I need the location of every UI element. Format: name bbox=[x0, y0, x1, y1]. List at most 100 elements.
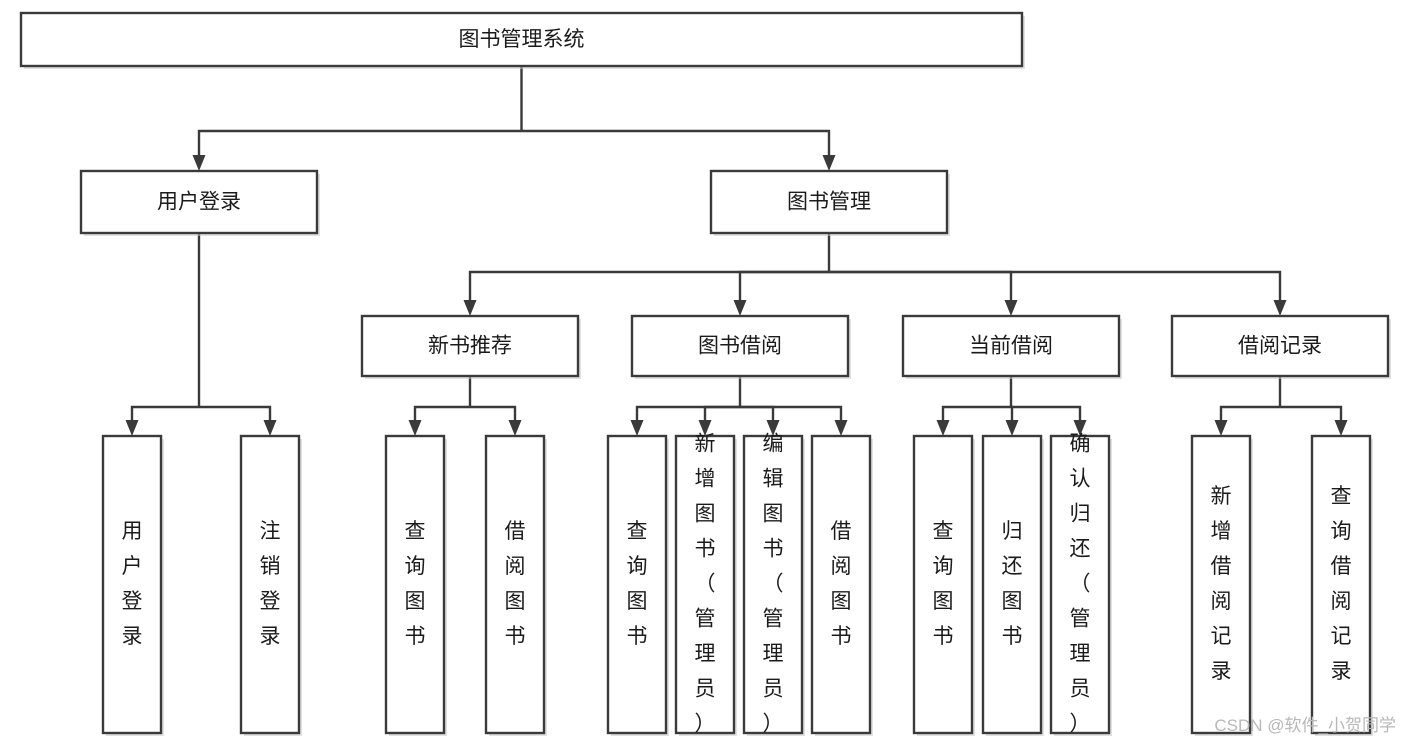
node-label: 查询图书 bbox=[627, 520, 648, 648]
arrow-head-icon bbox=[733, 300, 747, 316]
node-label: 确认归还（管理员） bbox=[1070, 433, 1091, 736]
node-box[interactable] bbox=[674, 434, 736, 735]
node-user-login[interactable]: 用户登录 bbox=[79, 169, 320, 236]
node-box[interactable] bbox=[810, 434, 872, 735]
node-layer: 图书管理系统用户登录图书管理新书推荐图书借阅当前借阅借阅记录用户登录注销登录查询… bbox=[19, 11, 1391, 737]
connector-path bbox=[468, 270, 829, 300]
connector-path bbox=[1011, 405, 1082, 420]
arrow-head-icon bbox=[263, 420, 277, 436]
node-box[interactable] bbox=[981, 434, 1043, 735]
connector-book-management-to-new-book-recommend bbox=[463, 270, 829, 316]
node-box[interactable] bbox=[101, 434, 163, 735]
node-new-book-recommend[interactable]: 新书推荐 bbox=[360, 314, 581, 379]
arrow-head-icon bbox=[192, 155, 206, 171]
node-box[interactable] bbox=[19, 11, 1024, 68]
connector-new-book-recommend-to-leaf-borrow-book-recommend bbox=[470, 405, 522, 436]
node-book-management[interactable]: 图书管理 bbox=[709, 169, 950, 236]
arrow-head-icon bbox=[1273, 300, 1287, 316]
node-box[interactable] bbox=[742, 434, 804, 735]
node-label: 归还图书 bbox=[1002, 520, 1023, 648]
connector-path bbox=[740, 405, 775, 420]
connector-path bbox=[635, 405, 740, 420]
node-borrow-record[interactable]: 借阅记录 bbox=[1170, 314, 1391, 379]
connector-book-management-to-book-borrow bbox=[733, 270, 829, 316]
arrow-head-icon bbox=[125, 420, 139, 436]
node-leaf-query-book-recommend[interactable]: 查询图书 bbox=[384, 434, 447, 736]
node-label: 注销登录 bbox=[260, 520, 281, 648]
node-leaf-return-book[interactable]: 归还图书 bbox=[981, 434, 1044, 736]
connector-book-management-to-current-borrow bbox=[829, 270, 1018, 316]
node-leaf-user-login[interactable]: 用户登录 bbox=[101, 434, 164, 736]
node-leaf-borrow-book-recommend[interactable]: 借阅图书 bbox=[484, 434, 547, 736]
node-box[interactable] bbox=[239, 434, 301, 735]
arrow-head-icon bbox=[508, 420, 522, 436]
connector-path bbox=[197, 129, 522, 155]
connector-current-borrow-to-leaf-return-book bbox=[1005, 405, 1019, 436]
connector-book-management-to-borrow-record bbox=[829, 270, 1287, 316]
node-leaf-add-book[interactable]: 新增图书（管理员） bbox=[674, 433, 737, 737]
connector-path bbox=[199, 405, 272, 420]
arrow-head-icon bbox=[834, 420, 848, 436]
node-current-borrow[interactable]: 当前借阅 bbox=[901, 314, 1122, 379]
connector-path bbox=[740, 405, 843, 420]
connector-user-login-to-leaf-logout bbox=[199, 405, 277, 436]
arrow-head-icon bbox=[936, 420, 950, 436]
node-box[interactable] bbox=[1190, 434, 1252, 735]
connector-root-to-user-login bbox=[192, 129, 522, 171]
connector-path bbox=[829, 270, 1282, 300]
node-label: 图书借阅 bbox=[698, 335, 782, 358]
arrow-head-icon bbox=[698, 420, 712, 436]
node-box[interactable] bbox=[606, 434, 668, 735]
node-root[interactable]: 图书管理系统 bbox=[19, 11, 1025, 69]
node-box[interactable] bbox=[79, 169, 319, 235]
node-leaf-query-book-borrow[interactable]: 查询图书 bbox=[606, 434, 669, 736]
node-label: 借阅图书 bbox=[505, 520, 526, 648]
node-label: 编辑图书（管理员） bbox=[763, 433, 784, 736]
connector-borrow-record-to-leaf-query-borrow-record bbox=[1280, 405, 1348, 436]
arrow-head-icon bbox=[1214, 420, 1228, 436]
node-label: 借阅图书 bbox=[831, 520, 852, 648]
connector-layer bbox=[125, 66, 1348, 436]
arrow-head-icon bbox=[1334, 420, 1348, 436]
node-leaf-add-borrow-record[interactable]: 新增借阅记录 bbox=[1190, 434, 1253, 736]
connector-path bbox=[470, 405, 517, 420]
connector-path bbox=[941, 405, 1011, 420]
node-box[interactable] bbox=[384, 434, 446, 735]
node-leaf-logout[interactable]: 注销登录 bbox=[239, 434, 302, 736]
node-leaf-query-borrow-record[interactable]: 查询借阅记录 bbox=[1310, 434, 1373, 736]
node-box[interactable] bbox=[901, 314, 1121, 378]
arrow-head-icon bbox=[630, 420, 644, 436]
connector-path bbox=[1280, 405, 1343, 420]
arrow-head-icon bbox=[822, 155, 836, 171]
connector-path bbox=[703, 405, 740, 420]
node-leaf-query-book-current[interactable]: 查询图书 bbox=[912, 434, 975, 736]
node-label: 图书管理 bbox=[787, 191, 871, 214]
node-box[interactable] bbox=[709, 169, 949, 235]
node-box[interactable] bbox=[484, 434, 546, 735]
connector-current-borrow-to-leaf-confirm-return bbox=[1011, 405, 1087, 436]
node-leaf-confirm-return[interactable]: 确认归还（管理员） bbox=[1049, 433, 1112, 737]
node-label: 当前借阅 bbox=[969, 335, 1053, 358]
arrow-head-icon bbox=[1073, 420, 1087, 436]
node-box[interactable] bbox=[912, 434, 974, 735]
connector-user-login-to-leaf-user-login bbox=[125, 405, 199, 436]
connector-path bbox=[130, 405, 199, 420]
node-box[interactable] bbox=[1310, 434, 1372, 735]
node-box[interactable] bbox=[1049, 434, 1111, 735]
node-box[interactable] bbox=[630, 314, 850, 378]
connector-path bbox=[738, 270, 829, 300]
connector-book-borrow-to-leaf-add-book bbox=[698, 405, 740, 436]
connector-path bbox=[521, 129, 831, 155]
node-book-borrow[interactable]: 图书借阅 bbox=[630, 314, 851, 379]
node-label: 新增借阅记录 bbox=[1211, 485, 1232, 683]
node-box[interactable] bbox=[360, 314, 580, 378]
node-box[interactable] bbox=[1170, 314, 1390, 378]
node-label: 新增图书（管理员） bbox=[695, 433, 716, 736]
node-label: 借阅记录 bbox=[1238, 335, 1322, 358]
node-leaf-edit-book[interactable]: 编辑图书（管理员） bbox=[742, 433, 805, 737]
node-label: 新书推荐 bbox=[428, 335, 512, 358]
node-label: 用户登录 bbox=[122, 520, 143, 648]
arrow-head-icon bbox=[463, 300, 477, 316]
node-leaf-borrow-book[interactable]: 借阅图书 bbox=[810, 434, 873, 736]
